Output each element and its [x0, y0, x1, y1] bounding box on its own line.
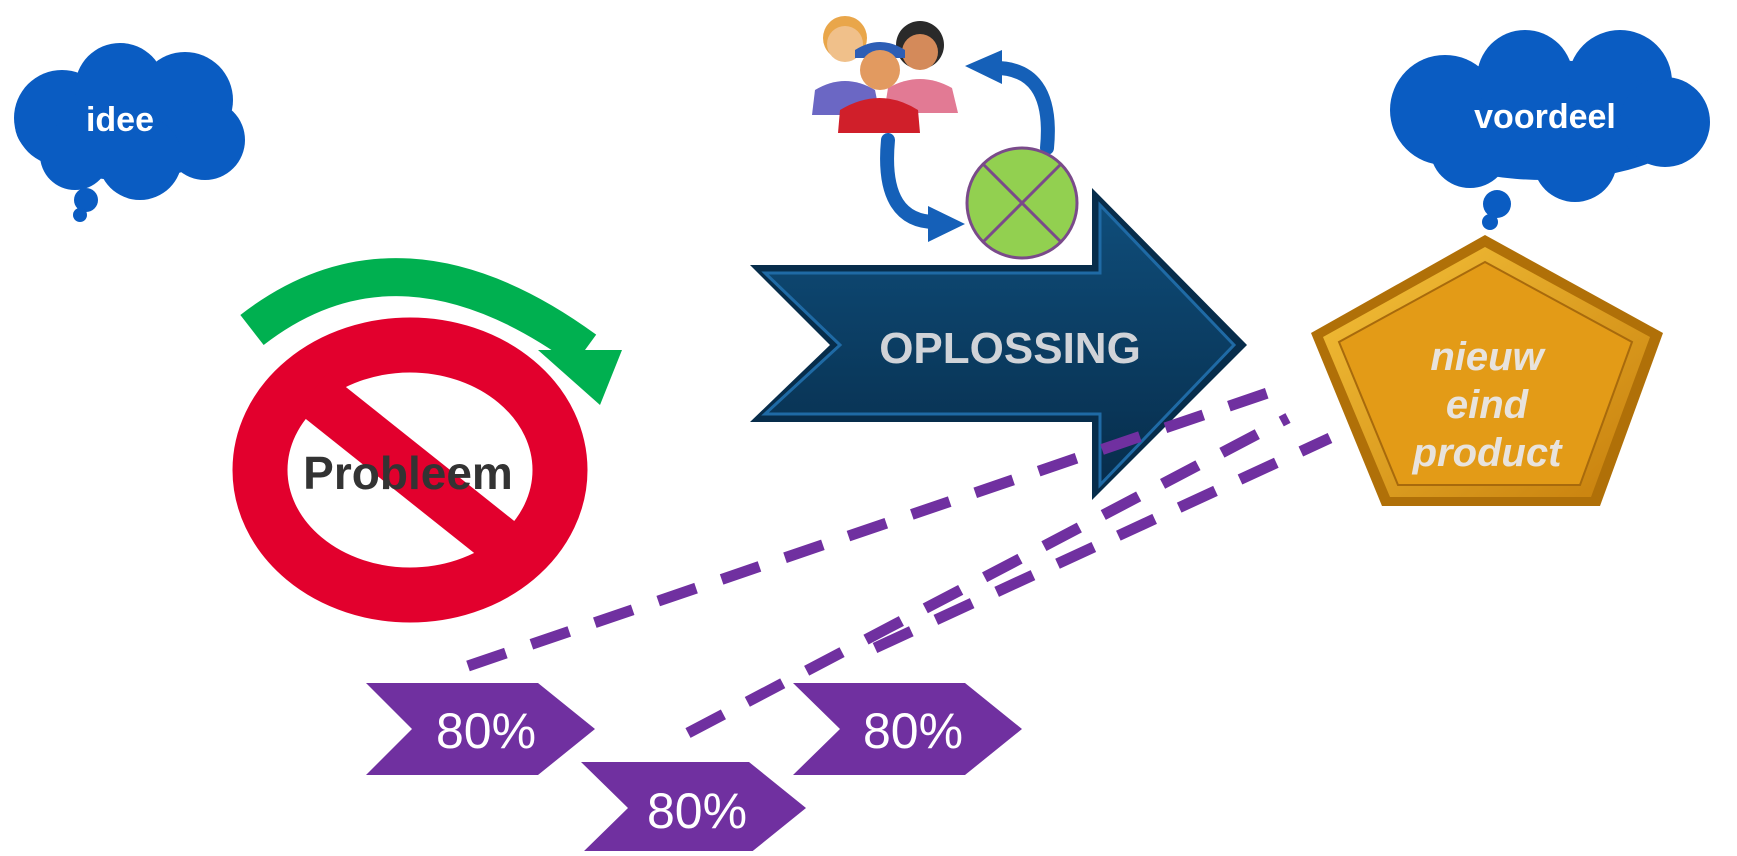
dashed-line-2	[685, 413, 1291, 738]
prohibited-sign-icon	[232, 317, 588, 623]
people-group-icon	[812, 16, 958, 133]
product-line-2: eind	[1446, 383, 1530, 427]
dashed-connectors	[466, 380, 1333, 738]
solution-label: OPLOSSING	[879, 324, 1141, 373]
percent-tag-3-label: 80%	[647, 783, 747, 839]
cycle-arrows-icon	[880, 50, 1055, 242]
percent-tag-2: 80%	[793, 683, 1022, 775]
product-pentagon: nieuw eind product	[1311, 235, 1663, 506]
cloud-benefit-label: voordeel	[1474, 98, 1616, 136]
thought-cloud-benefit: voordeel	[1390, 30, 1710, 230]
percent-tag-1: 80%	[366, 683, 595, 775]
product-line-3: product	[1412, 431, 1564, 475]
solution-arrow: OPLOSSING	[750, 188, 1247, 500]
thought-cloud-idea: idee	[14, 43, 245, 222]
product-line-1: nieuw	[1430, 335, 1546, 379]
dashed-line-1	[466, 380, 1290, 672]
summing-junction-icon	[965, 146, 1079, 260]
cloud-idea-label: idee	[86, 101, 154, 139]
percent-tag-3: 80%	[581, 762, 806, 854]
problem-label: Probleem	[303, 447, 513, 499]
percent-tag-1-label: 80%	[436, 703, 536, 759]
curved-arrow-icon	[240, 258, 622, 405]
percent-tag-2-label: 80%	[863, 703, 963, 759]
dashed-line-3	[872, 433, 1333, 653]
